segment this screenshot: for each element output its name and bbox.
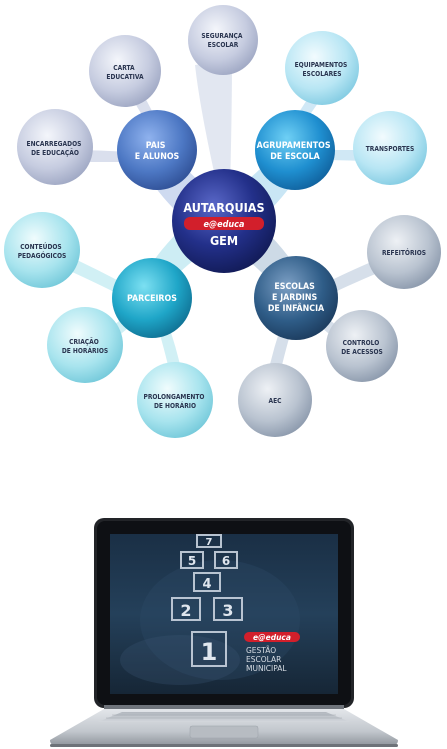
node-conteudos-pedagogicos: [4, 212, 80, 288]
laptop-key-rows: [106, 714, 342, 719]
transportes-label: TRANSPORTES: [366, 145, 414, 153]
carta-label: CARTA EDUCATIVA: [106, 64, 144, 81]
seguranca-label: SEGURANÇA ESCOLAR: [201, 32, 244, 49]
node-seguranca-escolar: [188, 5, 258, 75]
hop-number-4: 4: [202, 577, 211, 592]
agrupamentos-label: AGRUPAMENTOS DE ESCOLA: [257, 141, 334, 162]
node-agrupamentos-escola: [255, 110, 335, 190]
screen-brand-text: e@educa: [253, 633, 291, 642]
node-encarregados-educacao: [17, 109, 93, 185]
hop-number-1: 1: [201, 638, 218, 666]
node-controlo-acessos: [326, 310, 398, 382]
hop-number-3: 3: [222, 601, 233, 620]
hop-number-6: 6: [222, 554, 230, 568]
node-autarquias-gem: [172, 169, 276, 273]
screen-product-name: GESTÃO ESCOLAR MUNICIPAL: [246, 646, 287, 673]
hop-number-7: 7: [206, 537, 213, 548]
laptop-hinge: [104, 705, 344, 710]
node-refeitorios: [367, 215, 441, 289]
node-carta-educativa: [89, 35, 161, 107]
criacao-label: CRIAÇÃO DE HORÁRIOS: [62, 337, 108, 355]
hop-number-5: 5: [188, 554, 196, 568]
parceiros-label: PARCEIROS: [127, 294, 177, 304]
conteudos-label: CONTEÚDOS PEDAGÓGICOS: [18, 242, 67, 260]
node-prolongamento-horario: [137, 362, 213, 438]
hopscotch-grid: [171, 534, 243, 667]
laptop: 7 5 6 4 2 3 1 e@educa GESTÃO ESCOLAR MUN…: [50, 518, 398, 747]
core-subtitle: GEM: [210, 233, 238, 248]
node-criacao-horarios: [47, 307, 123, 383]
laptop-edge: [50, 744, 398, 747]
prolongamento-label: PROLONGAMENTO DE HORÁRIO: [143, 393, 206, 410]
node-equipamentos-escolares: [285, 31, 359, 105]
equipamentos-label: EQUIPAMENTOS ESCOLARES: [295, 61, 350, 78]
refeitorios-label: REFEITÓRIOS: [382, 248, 426, 257]
encarregados-label: ENCARREGADOS DE EDUCAÇÃO: [27, 140, 84, 157]
core-brand-badge: [184, 217, 264, 230]
screen-brand-badge: [244, 632, 300, 642]
laptop-keyboard: [98, 712, 350, 722]
hop-number-2: 2: [180, 601, 191, 620]
node-escolas-jardins: [254, 256, 338, 340]
laptop-trackpad: [189, 725, 259, 739]
node-parceiros: [112, 258, 192, 338]
escolas-label: ESCOLAS E JARDINS DE INFÂNCIA: [268, 282, 325, 314]
pais-label: PAIS E ALUNOS: [135, 141, 180, 162]
controlo-label: CONTROLO DE ACESSOS: [341, 339, 383, 356]
laptop-screen: [110, 534, 338, 694]
core-title: AUTARQUIAS: [183, 200, 264, 215]
node-transportes: [353, 111, 427, 185]
hopscotch-numbers: 7 5 6 4 2 3 1: [180, 537, 233, 666]
node-aec: [238, 363, 312, 437]
aec-label: AEC: [269, 397, 282, 405]
core-brand-text: e@educa: [204, 220, 245, 230]
node-pais-alunos: [117, 110, 197, 190]
